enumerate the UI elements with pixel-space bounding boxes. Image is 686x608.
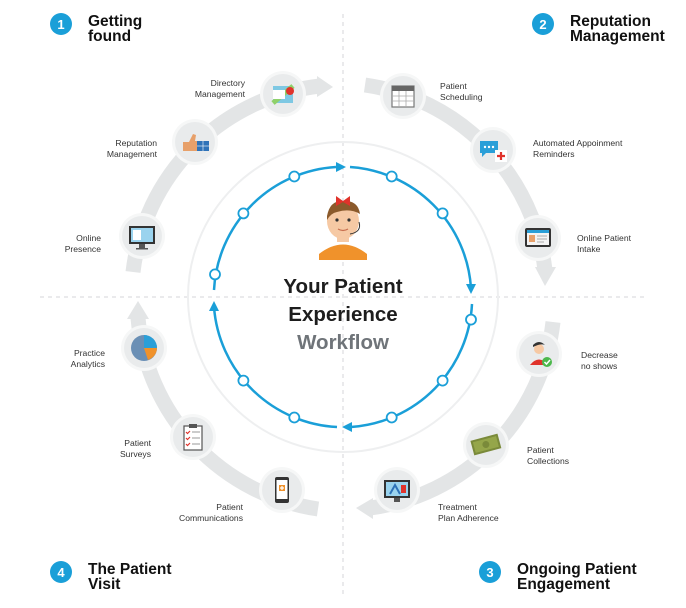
ring-node (465, 313, 477, 326)
ring-node (385, 170, 398, 183)
corner-title-line2: Management (570, 28, 665, 45)
monitor-icon[interactable] (122, 216, 162, 256)
calendar-icon[interactable] (383, 76, 423, 116)
center-title-line3: Workflow (297, 331, 389, 354)
corner-title-line1: Ongoing Patient (517, 561, 637, 578)
corner-title-line1: Reputation (570, 13, 651, 30)
step-number-badge: 1 (50, 13, 72, 35)
step-number-badge: 3 (479, 561, 501, 583)
smartphone-icon[interactable] (262, 470, 302, 510)
money-icon[interactable] (466, 425, 506, 465)
tablet-icon[interactable] (518, 218, 558, 258)
center-title: Your Patient Experience Workflow (243, 273, 443, 357)
ring-node (288, 170, 301, 183)
center-title-line2: Experience (288, 303, 398, 326)
treatment-monitor-icon[interactable] (377, 470, 417, 510)
thumbs-up-icon[interactable] (175, 122, 215, 162)
inner-ring (212, 165, 474, 429)
ring-node (436, 207, 449, 220)
ring-node (436, 374, 449, 387)
corner-title-line2: found (88, 28, 132, 45)
ring-node (288, 411, 301, 424)
ring-node (385, 411, 398, 424)
corner-title-line2: Visit (88, 576, 121, 593)
clipboard-icon[interactable] (173, 417, 213, 457)
center-title-line1: Your Patient (283, 275, 403, 298)
pie-chart-icon[interactable] (124, 328, 164, 368)
patient-check-icon[interactable] (519, 334, 559, 374)
map-icon[interactable] (263, 74, 303, 114)
ring-node (209, 268, 221, 281)
ring-node (237, 374, 250, 387)
chat-bubble-icon[interactable] (473, 130, 513, 170)
corner-title-line1: The Patient (88, 561, 172, 578)
patient-avatar-icon (319, 196, 367, 260)
step-number-badge: 4 (50, 561, 72, 583)
step-number-badge: 2 (532, 13, 554, 35)
ring-node (237, 207, 250, 220)
corner-title-line1: Getting (88, 13, 143, 30)
corner-title-line2: Engagement (517, 576, 611, 593)
